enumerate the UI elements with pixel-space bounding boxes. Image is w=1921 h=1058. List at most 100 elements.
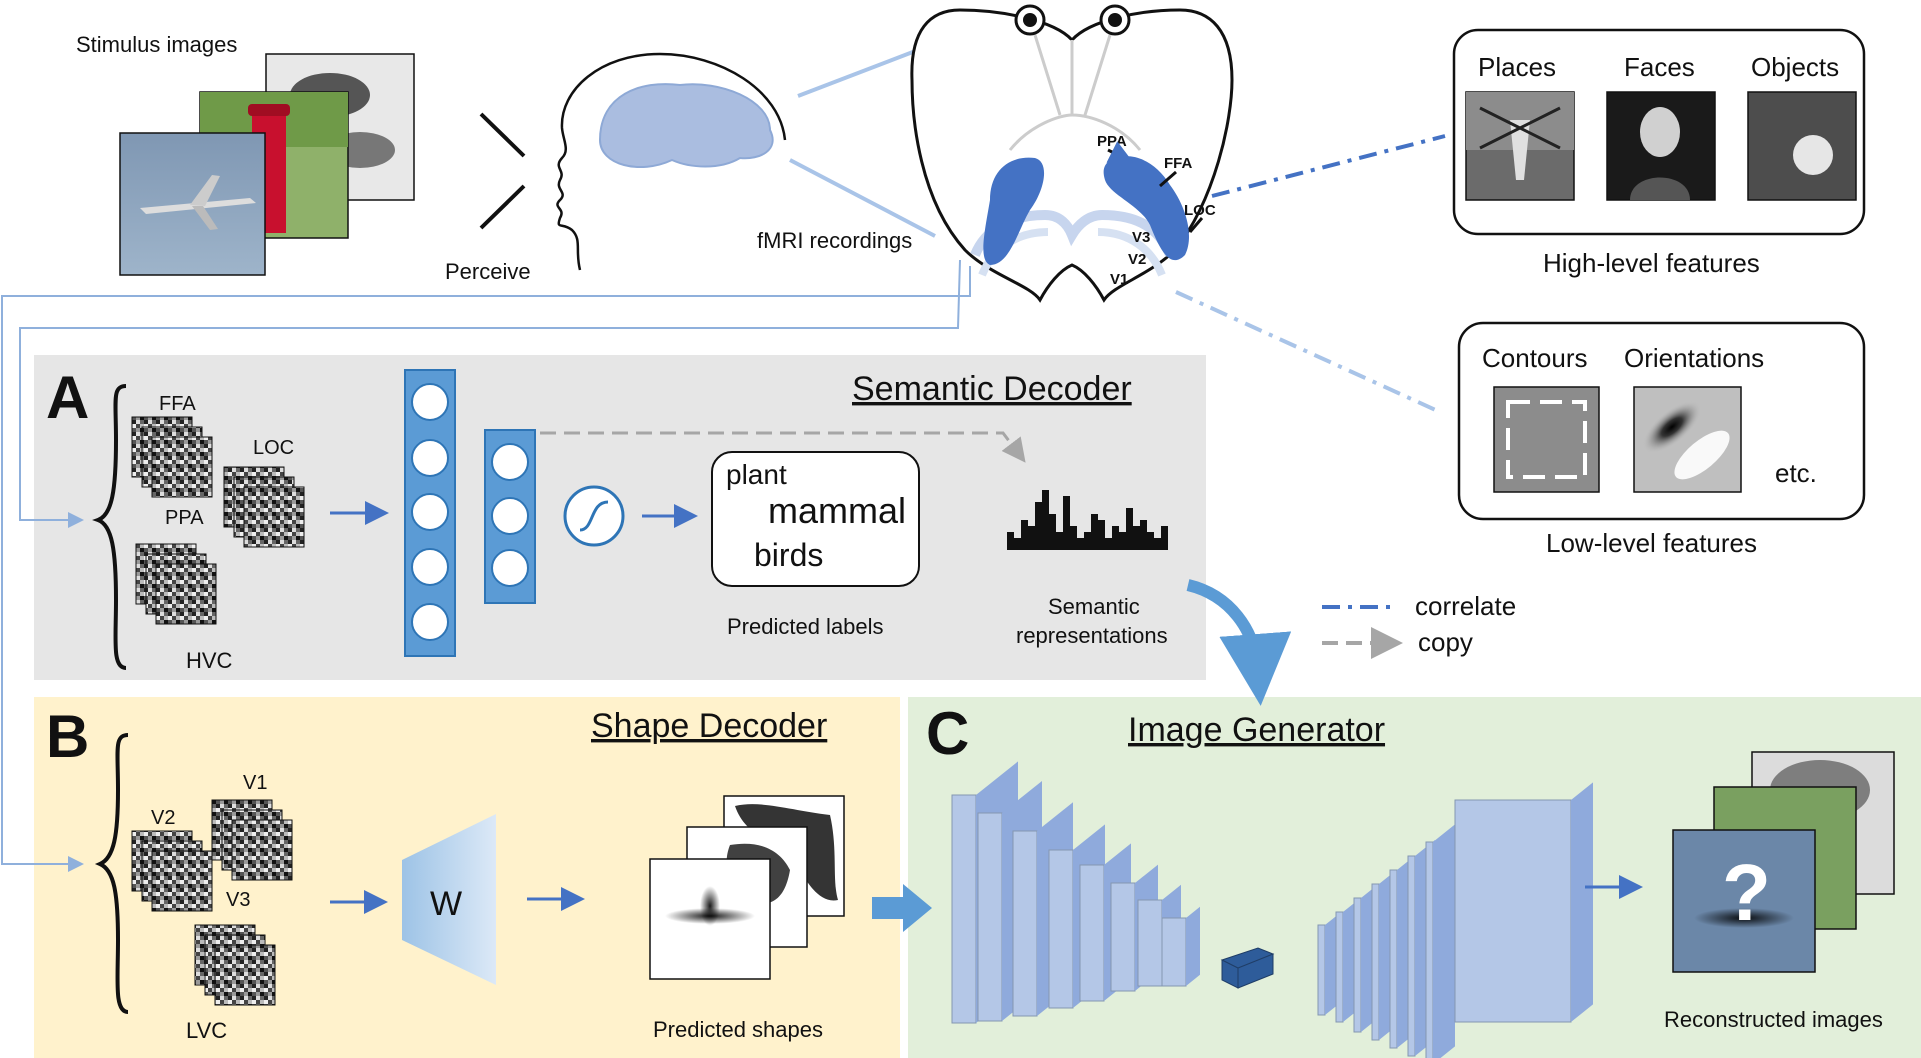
semantic-bar <box>1014 538 1021 550</box>
semantic-bar <box>1007 532 1014 550</box>
orientations-label: Orientations <box>1624 343 1764 373</box>
generator-layer <box>951 794 977 1024</box>
low-level-features-caption: Low-level features <box>1546 528 1757 558</box>
generator-layer <box>1161 917 1187 987</box>
semantic-representations-line1: Semantic <box>1048 594 1140 619</box>
generator-layer <box>1371 883 1380 1041</box>
question-mark: ? <box>1722 848 1771 937</box>
label-mammal: mammal <box>768 490 906 531</box>
semantic-representations-line2: representations <box>1016 623 1168 648</box>
semantic-bar <box>1056 532 1063 550</box>
roi-v1-label-b: V1 <box>243 772 267 794</box>
generator-layer-side <box>1186 906 1200 986</box>
semantic-bar <box>1119 532 1126 550</box>
w-mapping-trapezoid <box>402 814 496 985</box>
stimulus-images-label: Stimulus images <box>76 32 237 57</box>
roi-ffa-label-a: FFA <box>159 393 196 415</box>
shape-to-generator-arrow <box>872 884 932 932</box>
semantic-to-generator-arrow <box>1186 579 1292 706</box>
generator-layer <box>977 812 1003 1022</box>
predicted-labels-box <box>711 451 920 587</box>
roi-v2-label: V2 <box>1128 251 1146 268</box>
roi-v1-label: V1 <box>1110 271 1128 288</box>
perceive-label: Perceive <box>445 259 531 284</box>
semantic-bar <box>1140 520 1147 550</box>
reconstructed-images-stack <box>1672 751 1895 973</box>
predicted-shapes-stack <box>649 795 845 980</box>
generator-layer <box>1012 830 1038 1017</box>
semantic-bar <box>1154 538 1161 550</box>
semantic-bar-code <box>1007 490 1168 550</box>
generator-layer <box>1454 799 1572 1023</box>
generator-layer <box>1407 855 1416 1057</box>
semantic-bar <box>1161 526 1168 550</box>
roi-loc-label-a: LOC <box>253 437 294 459</box>
generator-layer <box>1079 864 1105 1002</box>
brain-schematic <box>910 4 1234 303</box>
semantic-bar <box>1126 508 1133 550</box>
semantic-bar <box>1084 532 1091 550</box>
semantic-bar <box>1098 520 1105 550</box>
semantic-bar <box>1133 526 1140 550</box>
input-feed-lines <box>1 259 971 872</box>
legend: correlate copy <box>1322 591 1516 659</box>
semantic-bar <box>1077 538 1084 550</box>
copy-arrow <box>540 431 1026 463</box>
panel-c-letter: C <box>926 700 969 767</box>
etc-label: etc. <box>1775 458 1817 488</box>
roi-ppa-label-a: PPA <box>165 507 204 529</box>
places-label: Places <box>1478 52 1556 82</box>
stimulus-image-stack <box>119 53 415 276</box>
generator-layer <box>1389 869 1398 1049</box>
generator-layer <box>1353 897 1362 1033</box>
label-birds: birds <box>754 537 823 573</box>
generator-layer <box>1335 911 1344 1023</box>
contours-label: Contours <box>1482 343 1588 373</box>
reconstructed-images-caption: Reconstructed images <box>1664 1007 1883 1032</box>
eye-glance-lines <box>479 112 526 230</box>
semantic-bar <box>1063 496 1070 550</box>
latent-bottleneck <box>1220 947 1275 989</box>
roi-ppa-label: PPA <box>1097 133 1127 150</box>
semantic-bar <box>1147 532 1154 550</box>
semantic-bar <box>1049 514 1056 550</box>
roi-ffa-label: FFA <box>1164 155 1192 172</box>
generator-layer <box>1425 841 1434 1058</box>
projection-line-bottom <box>789 158 936 238</box>
generator-layer <box>1137 899 1163 987</box>
generator-layer <box>1317 924 1326 1016</box>
panel-c-title: Image Generator <box>1128 711 1385 749</box>
panel-b-letter: B <box>46 703 89 770</box>
hidden-layer-2-units <box>491 443 529 587</box>
contours-thumbnail <box>1493 386 1600 493</box>
predicted-labels-caption: Predicted labels <box>727 614 884 639</box>
semantic-bar <box>1112 526 1119 550</box>
semantic-bar <box>1021 520 1028 550</box>
fmri-recordings-label: fMRI recordings <box>757 228 912 253</box>
roi-pointer-arrows <box>1106 141 1204 233</box>
legend-correlate-label: correlate <box>1415 591 1516 621</box>
correlate-line-high <box>1211 134 1446 198</box>
semantic-bar <box>1070 526 1077 550</box>
projection-line-top <box>797 48 919 98</box>
roi-v3-label: V3 <box>1132 229 1150 246</box>
semantic-bar <box>1035 502 1042 550</box>
generator-layer <box>1048 849 1074 1009</box>
roi-v3-label-b: V3 <box>226 889 250 911</box>
roi-v2-label-b: V2 <box>151 807 175 829</box>
lvc-brace <box>94 733 129 1014</box>
legend-copy-label: copy <box>1418 627 1473 657</box>
generator-layer-side <box>1571 782 1593 1022</box>
generator-layer <box>1110 882 1136 992</box>
panel-a-title: Semantic Decoder <box>852 370 1132 408</box>
label-plant: plant <box>726 459 787 490</box>
semantic-bar <box>1042 490 1049 550</box>
voxel-patterns-hvc <box>131 416 305 625</box>
brain-scan-shape <box>598 83 774 168</box>
high-level-features-caption: High-level features <box>1543 248 1760 278</box>
voxel-patterns-lvc <box>131 799 293 1006</box>
hvc-brace <box>92 384 127 670</box>
w-label: W <box>430 885 462 923</box>
semantic-bar <box>1105 538 1112 550</box>
